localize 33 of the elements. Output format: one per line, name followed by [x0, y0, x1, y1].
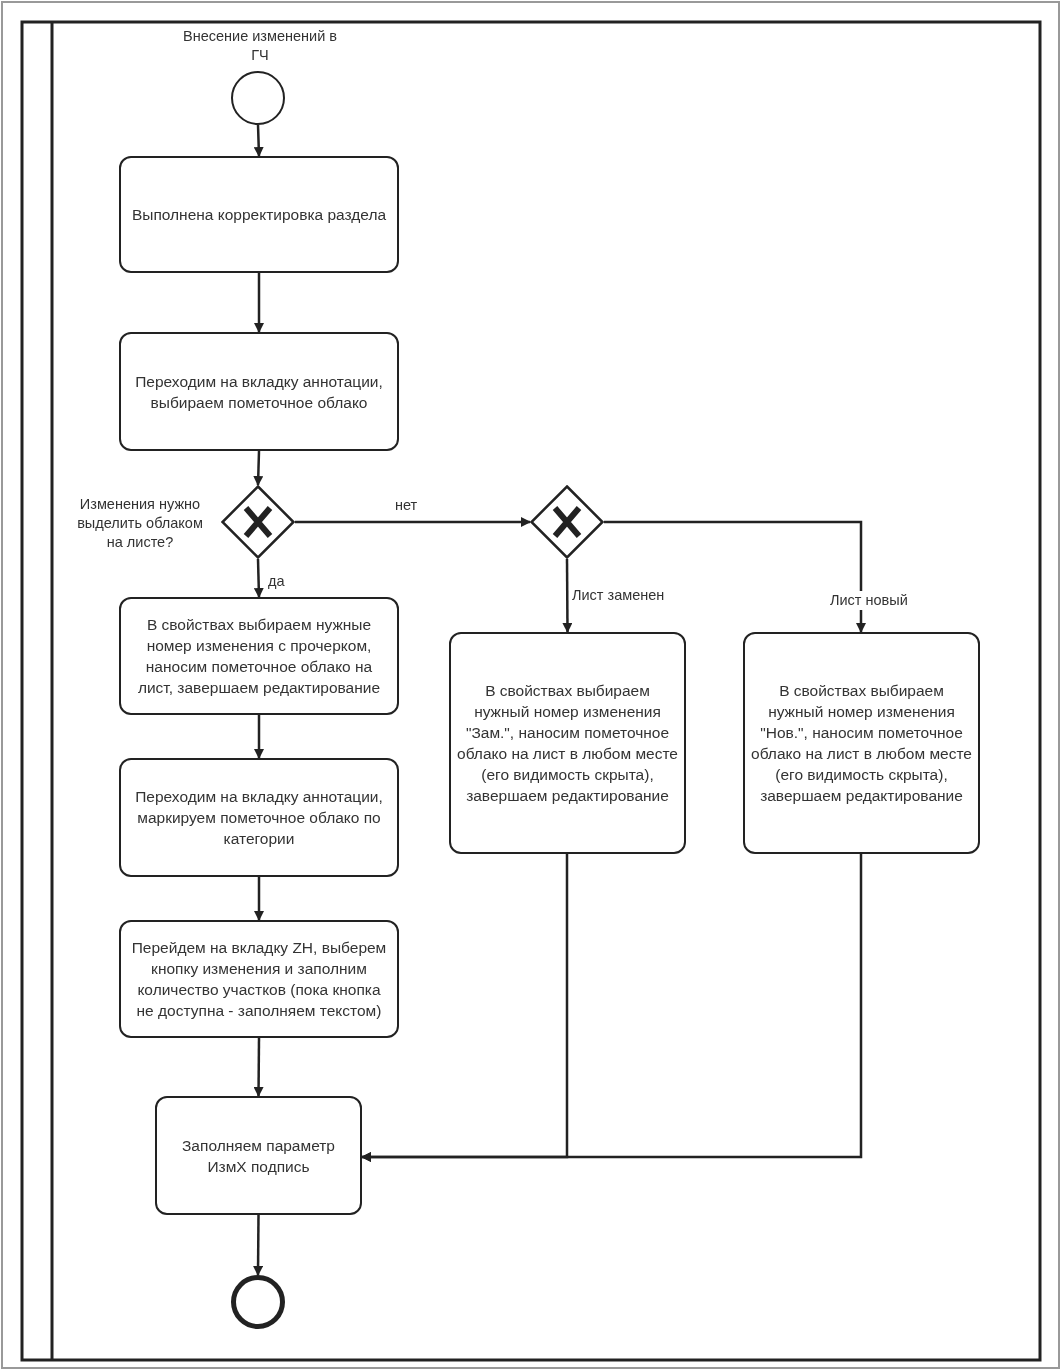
sequence-arrow	[295, 517, 531, 527]
task-text: В свойствах выбираем нужный номер изменения "Нов.", наносим пометочное облако на лист в любом месте (его видимость скрыта), завершаем редактирование	[750, 681, 973, 806]
task-text: Перейдем на вкладку ZH, выберем кнопку изменения и заполним количество участков (пока кнопка не доступна - заполняем текстом)	[130, 938, 388, 1021]
sequence-arrow	[361, 854, 863, 1162]
task-box	[743, 632, 980, 854]
sequence-arrow	[253, 124, 264, 157]
task-box	[119, 920, 399, 1038]
sequence-arrow	[562, 559, 573, 633]
task-box	[119, 597, 399, 715]
sequence-arrow	[253, 450, 264, 486]
task-box	[119, 332, 399, 451]
edge-label: Лист новый	[830, 591, 908, 610]
task-box	[155, 1096, 362, 1215]
task-box	[119, 758, 399, 877]
task-text: Переходим на вкладку аннотации, маркируем пометочное облако по категории	[134, 787, 384, 849]
task-text: Переходим на вкладку аннотации, выбираем пометочное облако	[134, 371, 384, 413]
sequence-arrow	[604, 520, 866, 633]
gateway-diamond	[221, 485, 295, 559]
sequence-arrow	[253, 1038, 264, 1097]
task-text: Заполняем параметр ИзмХ подпись	[181, 1135, 336, 1177]
sequence-arrow	[254, 715, 264, 759]
sequence-arrow	[253, 558, 264, 598]
start-event-circle	[231, 71, 285, 125]
task-box	[449, 632, 686, 854]
task-text: В свойствах выбираем нужный номер изменения "Зам.", наносим пометочное облако на лист в любом месте (его видимость скрыта), завершаем редактирование	[456, 681, 679, 806]
gateway-diamond	[530, 485, 604, 559]
task-text: В свойствах выбираем нужные номер изменения с прочерком, наносим пометочное облако на лист, завершаем редактирование	[136, 615, 382, 698]
task-text: Выполнена корректировка раздела	[130, 205, 388, 225]
end-event-circle	[231, 1275, 285, 1329]
sequence-arrow	[254, 877, 264, 921]
sequence-arrow	[253, 1215, 264, 1276]
sequence-arrow	[254, 273, 264, 333]
task-box	[119, 156, 399, 273]
